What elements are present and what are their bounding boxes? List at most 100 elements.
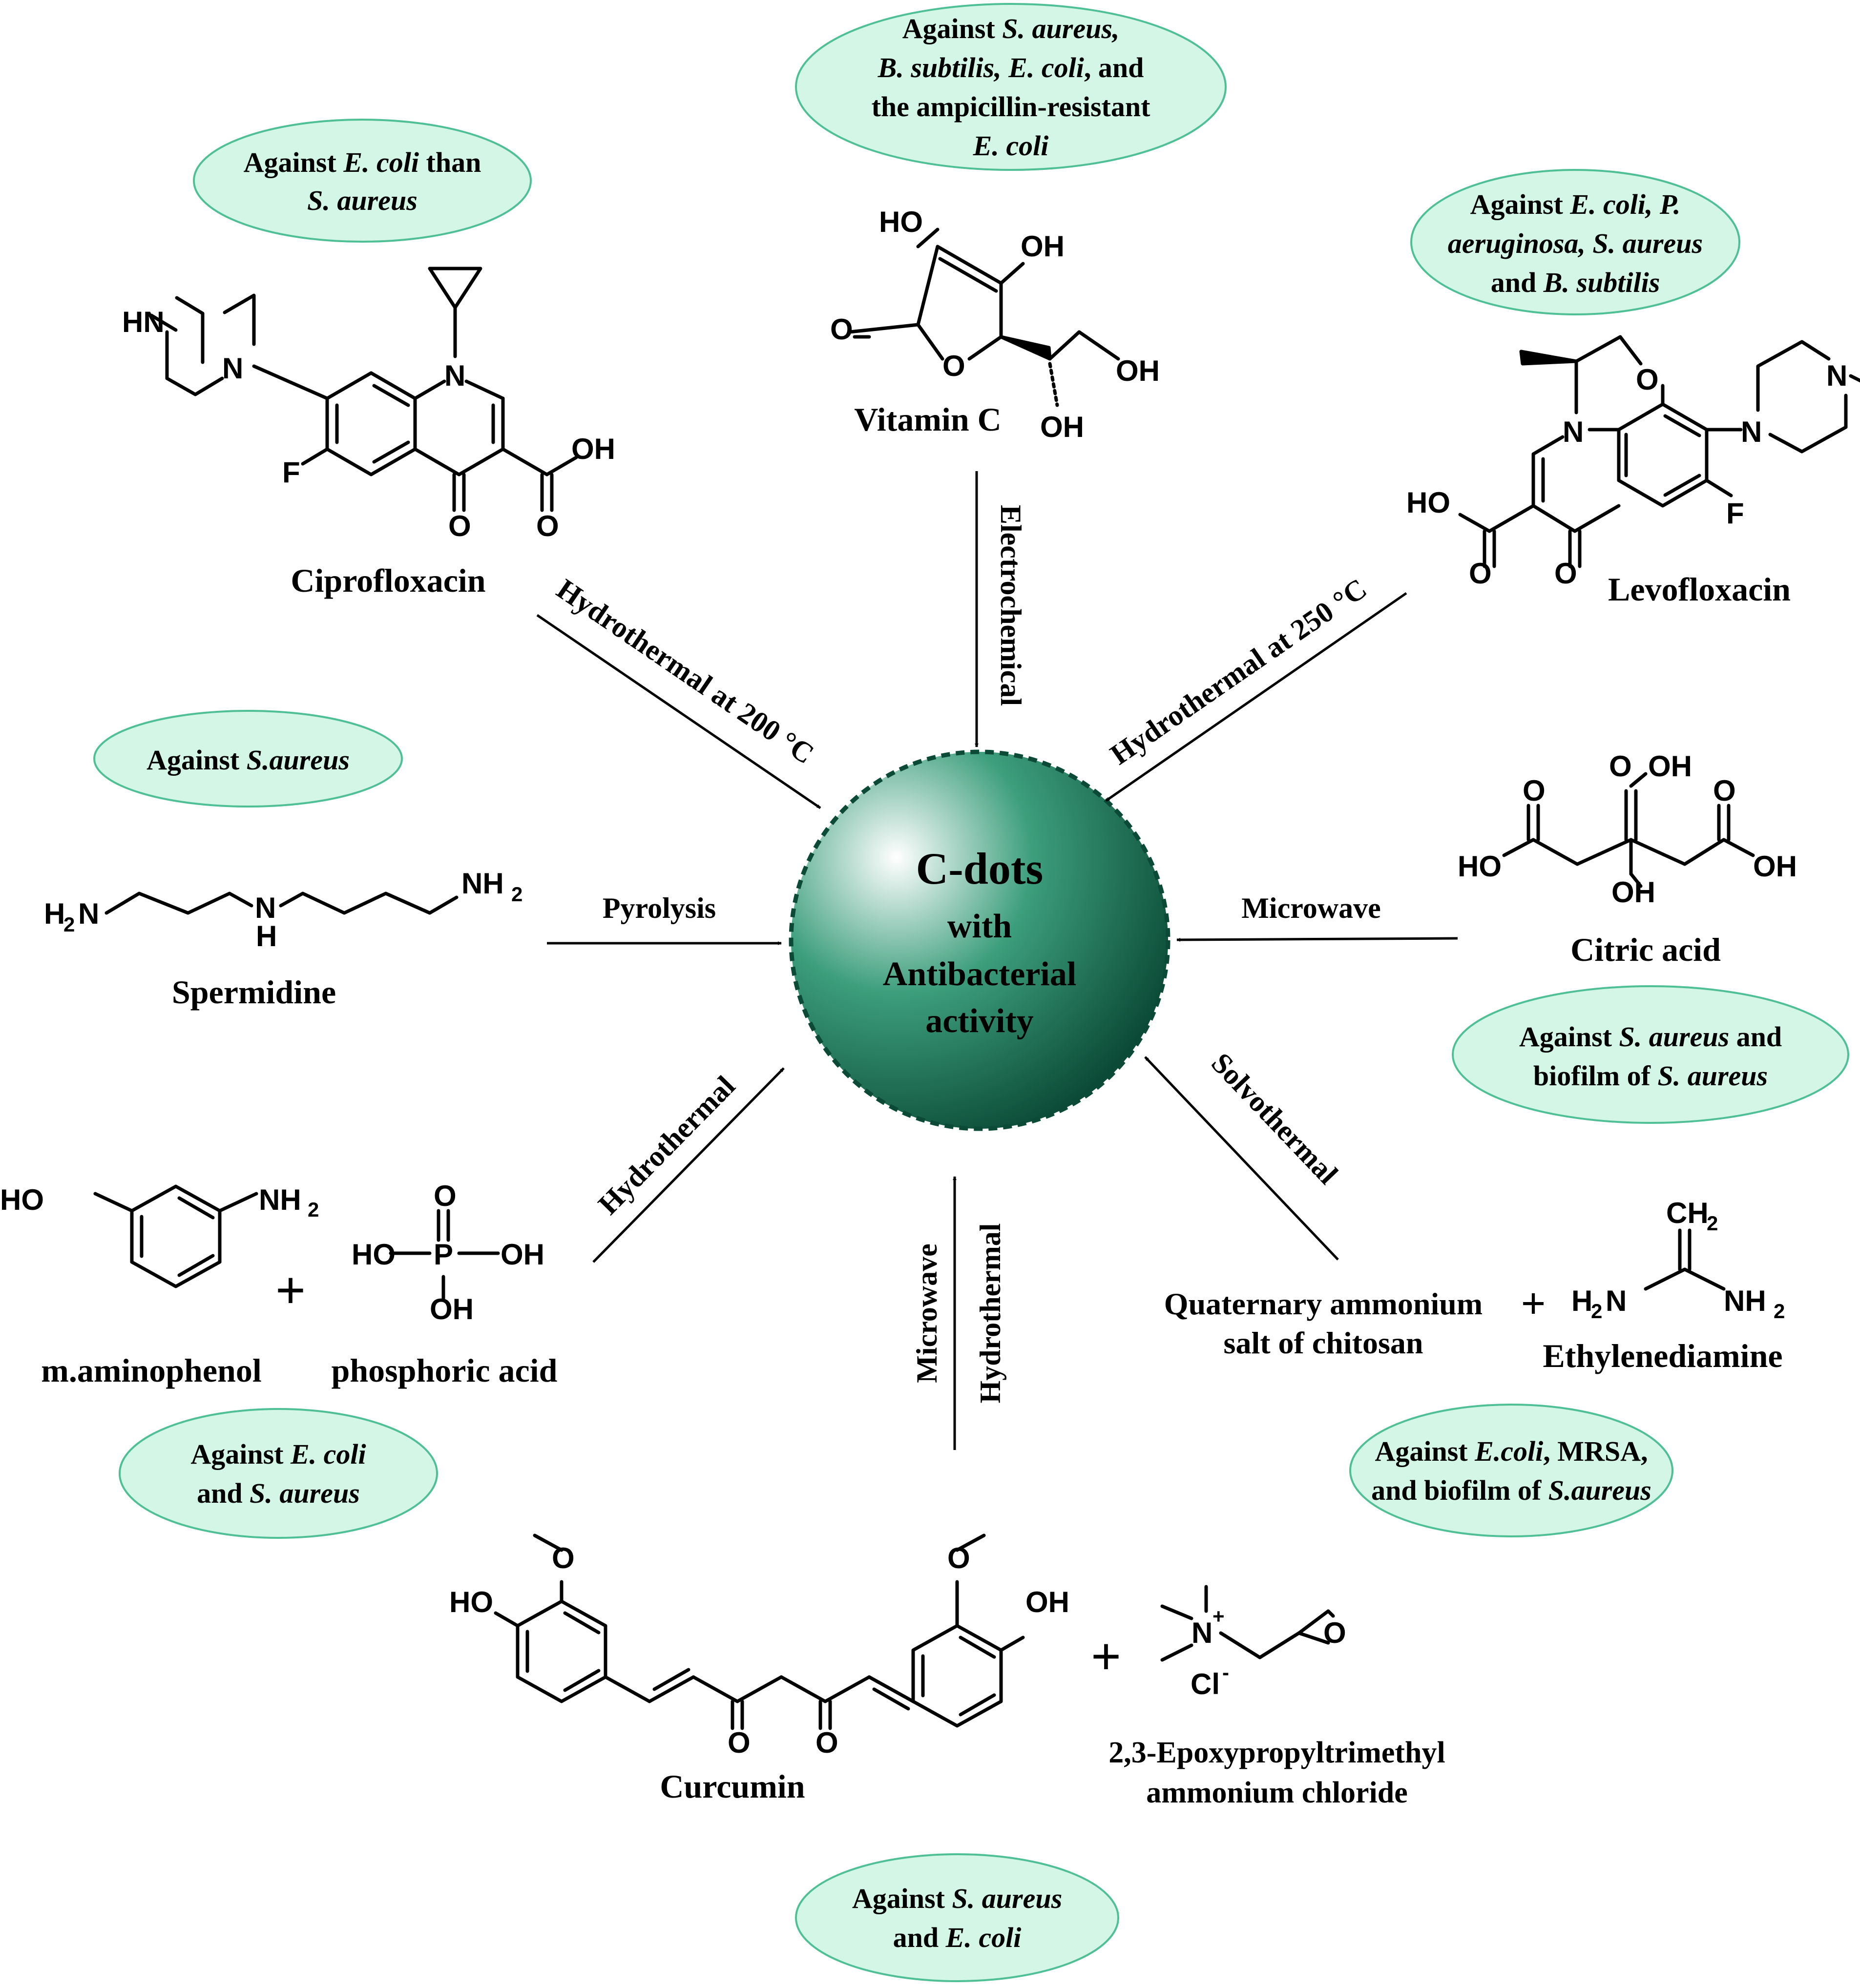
atom-ho: HO: [879, 206, 923, 238]
activity-organism: E. coli: [343, 146, 419, 178]
atom-o: O: [830, 313, 853, 346]
atom-n: N: [222, 352, 243, 385]
activity-organism: E.coli: [1474, 1435, 1543, 1467]
bubble-shape: [795, 1853, 1119, 1982]
activity-organism: S. aureus: [1619, 1021, 1729, 1053]
atom-ho: HO: [0, 1183, 44, 1216]
activity-text-chitosan: Against E.coli, MRSA,and biofilm of S.au…: [1371, 1435, 1651, 1506]
activity-organism: B. subtilis: [1543, 267, 1660, 298]
bubble-shape: [119, 1408, 438, 1539]
name-ciprofloxacin: Ciprofloxacin: [291, 562, 485, 599]
atom-n: N: [78, 897, 99, 930]
molecule-levofloxacin: N O N N F HO O O Levofloxacin: [1406, 335, 1860, 608]
activity-run: , and: [1084, 52, 1144, 83]
name-citric-acid: Citric acid: [1570, 931, 1721, 968]
activity-run: Against: [1375, 1435, 1475, 1467]
atom-n: N: [1563, 415, 1584, 448]
activity-run: than: [419, 146, 481, 178]
activity-organism: E. coli: [973, 130, 1049, 162]
atom-oh: OH: [1116, 354, 1160, 387]
name-vitamin-c: Vitamin C: [854, 401, 1002, 438]
atom-sub: 2: [1774, 1300, 1785, 1323]
activity-organism: S.aureus: [1548, 1474, 1651, 1506]
atom-o: O: [434, 1180, 457, 1212]
atom-o: O: [552, 1542, 575, 1574]
bubble-shape: [193, 119, 532, 243]
atom-charge: -: [1222, 1661, 1229, 1684]
atom-p: P: [434, 1238, 453, 1271]
activity-organism: S. aureus: [952, 1883, 1063, 1914]
activity-text-vitamin-c: Against S. aureus,B. subtilis, E. coli, …: [872, 13, 1151, 162]
atom-o: O: [1636, 363, 1659, 396]
activity-organism: S. aureus: [307, 185, 418, 216]
atom-oh: OH: [1025, 1586, 1069, 1618]
plus-sign: +: [275, 1261, 306, 1320]
atom-oh: OH: [1040, 411, 1084, 443]
name-levofloxacin: Levofloxacin: [1608, 571, 1791, 608]
atom-o: O: [1523, 774, 1546, 807]
atom-sub: 2: [1707, 1212, 1718, 1235]
atom-nh2: NH: [1724, 1284, 1766, 1317]
plus-sign: +: [1521, 1280, 1546, 1328]
atom-ho: HO: [449, 1586, 493, 1618]
atom-ho: HO: [1458, 850, 1502, 883]
name-chitosan-line-1: Quaternary ammonium: [1164, 1286, 1483, 1321]
atom-oh: OH: [571, 433, 615, 465]
molecule-epoxypropyltrimethylammonium: N + O Cl - 2,3-Epoxypropyltrimethyl ammo…: [1108, 1585, 1445, 1809]
atom-o: O: [1554, 557, 1577, 590]
activity-text-spermidine: Against S.aureus: [146, 744, 350, 776]
atom-o: O: [728, 1726, 751, 1759]
activity-organism: S.aureus: [247, 744, 350, 776]
activity-organism: S. aureus: [250, 1477, 360, 1509]
activity-bubble-spermidine: Against S.aureus: [93, 710, 403, 808]
activity-run: biofilm of: [1533, 1060, 1658, 1092]
atom-n: N: [1741, 415, 1762, 448]
activity-run: Against: [902, 13, 1003, 44]
atom-n: N: [1606, 1284, 1627, 1317]
arrow-ciprofloxacin: [536, 614, 821, 809]
atom-f: F: [1726, 497, 1744, 530]
atom-h: H: [256, 920, 277, 953]
atom-h2n: H: [44, 897, 65, 930]
arrow-chitosan: [1144, 1056, 1339, 1261]
activity-run: and: [893, 1922, 946, 1953]
atom-sub: 2: [511, 883, 522, 906]
atom-charge: +: [1212, 1605, 1225, 1628]
plus-sign: +: [1091, 1627, 1122, 1686]
molecule-ethylenediamine: CH 2 H 2 N NH 2 Ethylenediamine: [1543, 1197, 1785, 1374]
molecule-citric-acid: O OH O O HO OH OH Citric acid: [1458, 750, 1797, 968]
atom-o: O: [947, 1542, 970, 1574]
atom-nh2: NH: [461, 867, 504, 900]
atom-f: F: [282, 456, 300, 489]
activity-organism: E. coli, P.: [1569, 188, 1680, 220]
sphere-title: C-dots: [916, 844, 1044, 893]
atom-o: O: [448, 510, 471, 542]
molecule-chitosan: Quaternary ammonium salt of chitosan +: [1164, 1280, 1546, 1360]
name-epoxy-line-2: ammonium chloride: [1146, 1776, 1408, 1809]
activity-run: and: [197, 1477, 250, 1509]
atom-ch2: CH: [1666, 1197, 1709, 1229]
atom-n: N: [255, 891, 276, 924]
atom-n: N: [1191, 1616, 1212, 1649]
atom-oh: OH: [1611, 876, 1655, 909]
method-curcumin-1: Microwave: [911, 1243, 943, 1383]
bubble-shape: [1410, 169, 1740, 315]
activity-run: and: [1491, 267, 1544, 298]
activity-run: Against: [244, 146, 344, 178]
molecule-vitamin-c: HO OH O O OH OH Vitamin C: [830, 206, 1160, 443]
atom-oh: OH: [1021, 230, 1065, 263]
atom-o: O: [1469, 557, 1492, 590]
arrows: [536, 471, 1458, 1450]
molecule-ciprofloxacin: N N HN F O O OH Ciprofloxacin: [122, 267, 615, 599]
atom-ho: HO: [1406, 486, 1450, 519]
name-ethylenediamine: Ethylenediamine: [1543, 1337, 1782, 1374]
arrow-citric-acid: [1176, 937, 1458, 942]
activity-organism: E. coli: [290, 1438, 366, 1470]
atom-o: O: [815, 1726, 838, 1759]
atom-hn: HN: [122, 306, 165, 338]
atom-o: O: [1323, 1616, 1346, 1649]
atom-oh: OH: [430, 1293, 474, 1325]
